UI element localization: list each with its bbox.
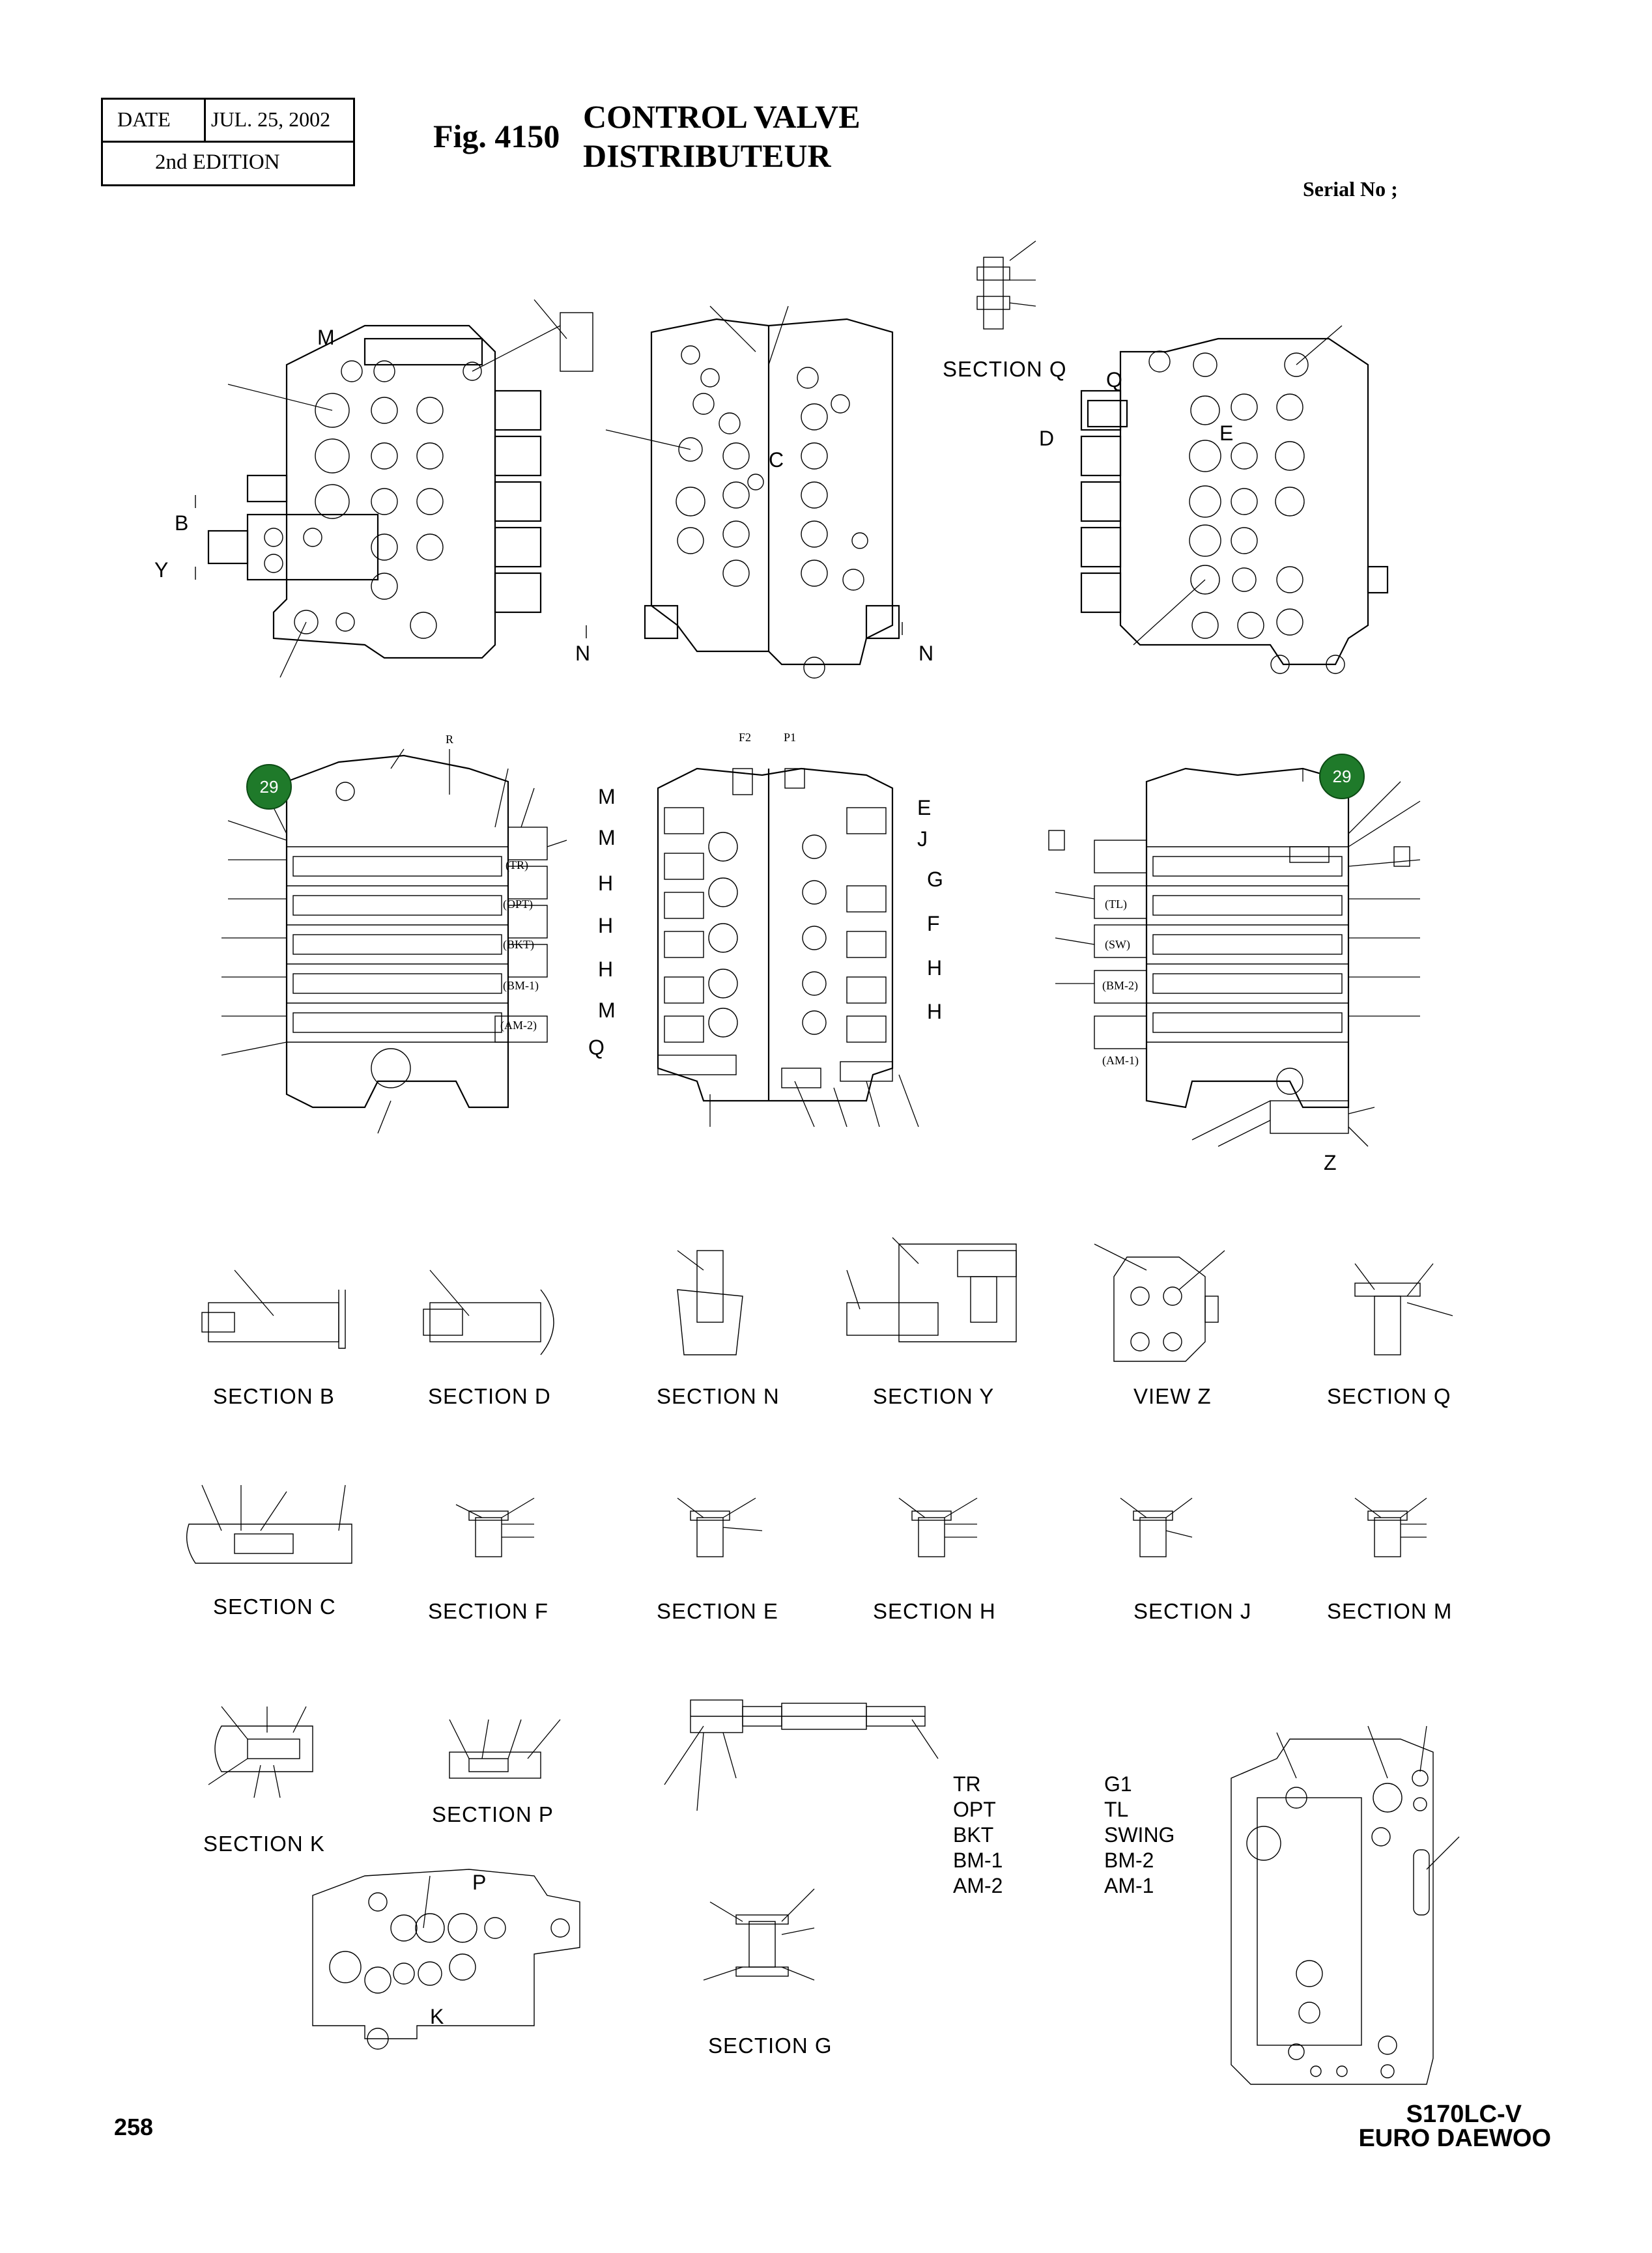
spool-opt: OPT bbox=[953, 1798, 996, 1821]
title-en: CONTROL VALVE bbox=[583, 98, 861, 135]
spool-tl: TL bbox=[1104, 1798, 1129, 1821]
top-left-view bbox=[195, 299, 903, 678]
callout-h-4: H bbox=[927, 956, 943, 980]
page-number: 258 bbox=[114, 2114, 154, 2140]
callout-m-2: M bbox=[598, 826, 616, 849]
spool-bm-1: BM-1 bbox=[953, 1849, 1003, 1872]
callout-h-5: H bbox=[927, 1000, 943, 1023]
serial-number-label: Serial No ; bbox=[1303, 177, 1398, 201]
label-view-z: VIEW Z bbox=[1133, 1384, 1212, 1408]
port-f2: F2 bbox=[739, 731, 752, 744]
callout-m-1: M bbox=[598, 785, 616, 808]
label-section-j: SECTION J bbox=[1133, 1599, 1252, 1623]
section-q-small-view bbox=[976, 240, 1036, 330]
tag-tr: (TR) bbox=[506, 858, 528, 871]
edition-label: 2nd EDITION bbox=[155, 150, 280, 174]
top-middle-view bbox=[605, 305, 900, 679]
label-section-f: SECTION F bbox=[428, 1599, 549, 1623]
callout-e-mid: E bbox=[917, 796, 932, 819]
callout-d: D bbox=[1039, 427, 1055, 450]
label-section-y: SECTION Y bbox=[873, 1384, 995, 1408]
label-section-d: SECTION D bbox=[428, 1384, 551, 1408]
title-fr: DISTRIBUTEUR bbox=[583, 137, 831, 174]
callout-q-mid: Q bbox=[588, 1036, 605, 1059]
tag-bm-1: (BM-1) bbox=[503, 979, 539, 992]
callout-h-2: H bbox=[598, 914, 614, 937]
callout-b: B bbox=[175, 511, 189, 535]
callout-y: Y bbox=[154, 558, 169, 582]
tag-opt: (OPT) bbox=[503, 898, 533, 911]
footer-brand: EURO DAEWOO bbox=[1358, 2125, 1551, 2152]
callout-q-top-right: Q bbox=[1106, 368, 1122, 391]
tag-am-1: (AM-1) bbox=[1102, 1054, 1139, 1067]
label-section-g: SECTION G bbox=[708, 2033, 833, 2058]
callout-h-1: H bbox=[598, 871, 614, 895]
spool-am-2: AM-2 bbox=[953, 1874, 1003, 1897]
callout-p: P bbox=[472, 1871, 487, 1894]
section-row-2 bbox=[186, 1484, 1427, 1564]
spool-swing: SWING bbox=[1104, 1823, 1175, 1847]
callout-z: Z bbox=[1324, 1151, 1337, 1174]
date-value: JUL. 25, 2002 bbox=[211, 107, 331, 131]
spool-list-1: TR OPT BKT BM-1 AM-2 bbox=[953, 1772, 1003, 1899]
tag-tl: (TL) bbox=[1105, 898, 1127, 911]
label-section-p: SECTION P bbox=[432, 1802, 554, 1826]
callout-h-3: H bbox=[598, 957, 614, 981]
callout-r: R bbox=[446, 733, 454, 746]
callout-n-left: N bbox=[575, 642, 591, 665]
tag-bm-2: (BM-2) bbox=[1102, 979, 1138, 992]
spool-g1: G1 bbox=[1104, 1772, 1132, 1796]
figure-number: Fig. 4150 bbox=[433, 118, 560, 154]
callout-e-top-right: E bbox=[1219, 421, 1234, 445]
callout-m-3: M bbox=[598, 999, 616, 1022]
label-section-c: SECTION C bbox=[213, 1594, 336, 1619]
label-section-b: SECTION B bbox=[213, 1384, 335, 1408]
date-label: DATE bbox=[117, 107, 171, 131]
callout-n-right: N bbox=[919, 642, 934, 665]
spool-tr: TR bbox=[953, 1772, 981, 1796]
label-section-h: SECTION H bbox=[873, 1599, 996, 1623]
tag-bkt: (BKT) bbox=[503, 938, 534, 951]
port-p1: P1 bbox=[784, 731, 797, 744]
middle-left-view bbox=[221, 748, 567, 1134]
callout-f: F bbox=[927, 912, 940, 935]
date-box: DATE JUL. 25, 2002 2nd EDITION bbox=[101, 98, 355, 186]
section-row-1 bbox=[201, 1237, 1453, 1362]
badge-item-29-right: 29 bbox=[1319, 754, 1365, 799]
middle-right-view bbox=[1048, 767, 1421, 1147]
callout-g: G bbox=[927, 868, 943, 891]
middle-center-view bbox=[657, 767, 919, 1127]
label-section-n: SECTION N bbox=[657, 1384, 780, 1408]
label-section-m: SECTION M bbox=[1327, 1599, 1453, 1623]
callout-m-top-left: M bbox=[317, 326, 335, 349]
badge-item-29-left: 29 bbox=[246, 764, 292, 810]
spool-am-1: AM-1 bbox=[1104, 1874, 1154, 1897]
section-q-top-label: SECTION Q bbox=[943, 357, 1067, 381]
tag-sw: (SW) bbox=[1105, 938, 1130, 951]
label-section-q: SECTION Q bbox=[1327, 1384, 1451, 1408]
top-right-view bbox=[1080, 325, 1389, 674]
footer-model: S170LC-V bbox=[1406, 2101, 1522, 2128]
tag-am-2: (AM-2) bbox=[500, 1019, 537, 1032]
callout-k: K bbox=[430, 2005, 444, 2028]
callout-c: C bbox=[769, 448, 784, 472]
label-section-k: SECTION K bbox=[203, 1832, 325, 1856]
spool-list-2: G1 TL SWING BM-2 AM-1 bbox=[1104, 1772, 1175, 1899]
callout-j: J bbox=[917, 827, 928, 851]
spool-bm-2: BM-2 bbox=[1104, 1849, 1154, 1872]
section-row-3 bbox=[208, 1699, 1460, 2085]
spool-bkt: BKT bbox=[953, 1823, 994, 1847]
label-section-e: SECTION E bbox=[657, 1599, 778, 1623]
